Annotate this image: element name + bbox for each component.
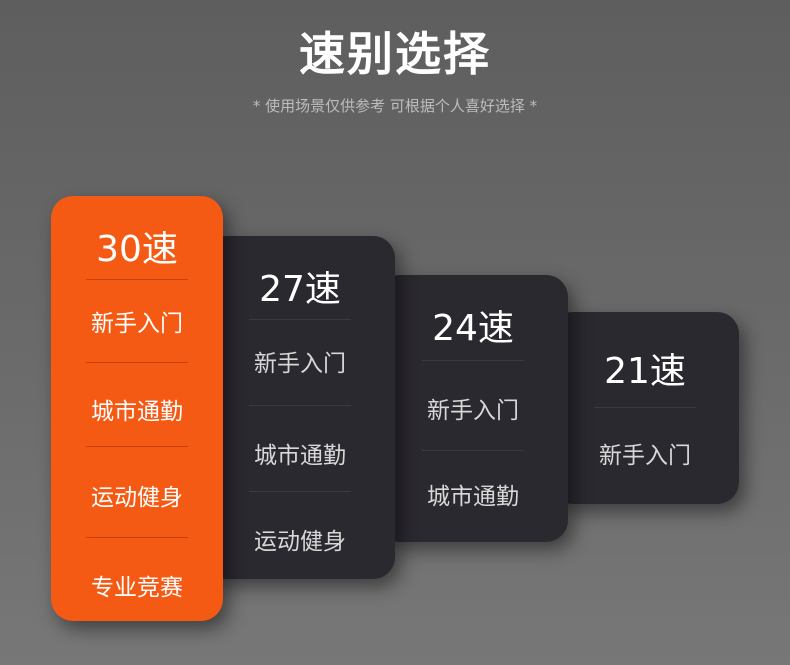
divider [249,319,351,320]
use-case-label: 新手入门 [427,398,519,424]
divider [86,362,188,363]
use-case-label: 新手入门 [91,311,183,337]
divider [422,450,524,451]
divider [422,360,524,361]
speed-card-30[interactable]: 30速 新手入门 城市通勤 运动健身 专业竞赛 [51,196,223,621]
speed-label: 30速 [96,229,178,270]
speed-label: 21速 [604,351,686,392]
speed-label: 27速 [259,269,341,310]
speed-card-24[interactable]: 24速 新手入门 城市通勤 [378,275,568,542]
divider [249,405,351,406]
use-case-label: 城市通勤 [91,399,183,425]
divider [86,279,188,280]
page-subtitle: * 使用场景仅供参考 可根据个人喜好选择 * [252,97,538,115]
use-case-label: 运动健身 [254,529,346,555]
speed-card-27[interactable]: 27速 新手入门 城市通勤 运动健身 [205,236,395,579]
speed-card-21[interactable]: 21速 新手入门 [551,312,739,504]
speed-label: 24速 [432,308,514,349]
use-case-label: 新手入门 [599,443,691,469]
divider [86,446,188,447]
use-case-label: 专业竞赛 [91,575,183,601]
divider [594,407,696,408]
divider [86,537,188,538]
use-case-label: 新手入门 [254,351,346,377]
use-case-label: 城市通勤 [254,443,346,469]
page-title: 速别选择 [299,27,491,81]
use-case-label: 城市通勤 [427,484,519,510]
use-case-label: 运动健身 [91,485,183,511]
divider [249,491,351,492]
